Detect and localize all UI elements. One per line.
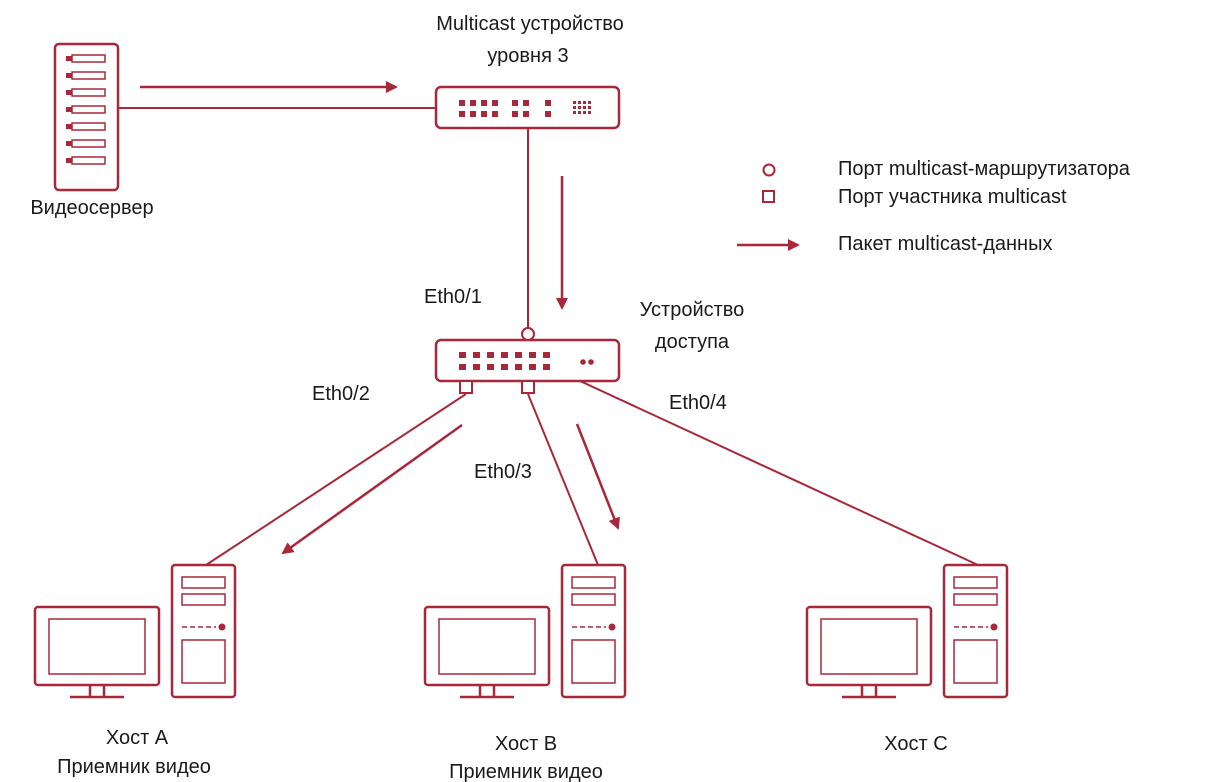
host-a-label-line1: Хост A: [106, 727, 169, 749]
host-b-label-line2: Приемник видео: [449, 761, 603, 782]
link-eth02-host-a: [205, 393, 467, 566]
port-label-eth02: Eth0/2: [312, 383, 370, 405]
link-eth03-host-b: [527, 393, 599, 566]
host-a-label-line2: Приемник видео: [57, 756, 211, 778]
legend-data-packet: Пакет multicast-данных: [838, 233, 1052, 255]
host-c-desktop-computer-icon: [805, 563, 1009, 699]
member-port-eth02: [459, 380, 473, 394]
access-switch-icon: [434, 338, 621, 383]
host-c-label-line1: Хост C: [884, 733, 947, 755]
data-flow-arrows: [140, 81, 620, 555]
port-label-eth04: Eth0/4: [669, 392, 727, 414]
l3-device-label-line2: уровня 3: [487, 45, 568, 67]
member-port-eth03: [521, 380, 535, 394]
square-port-icon: [762, 190, 775, 203]
host-b-power-led: [608, 623, 616, 631]
access-device-label-line1: Устройство: [640, 299, 745, 321]
link-eth04-host-c: [579, 380, 979, 566]
legend: Порт multicast-маршрутизатора Порт участ…: [737, 158, 1131, 255]
access-device-label-line2: доступа: [655, 331, 730, 353]
router-port-eth01: [521, 327, 535, 341]
legend-router-port: Порт multicast-маршрутизатора: [838, 158, 1131, 180]
packet-arrow-to-host-b: [575, 423, 620, 530]
host-c-power-led: [990, 623, 998, 631]
host-b-desktop-computer-icon: [423, 563, 627, 699]
l3-device-label-line1: Multicast устройство: [436, 13, 624, 35]
legend-member-port: Порт участника multicast: [838, 186, 1067, 208]
host-a-power-led: [218, 623, 226, 631]
host-a-desktop-computer-icon: [33, 563, 237, 699]
port-label-eth01: Eth0/1: [424, 286, 482, 308]
server-rack-icon: [53, 42, 120, 192]
l3-switch-icon: [434, 85, 621, 130]
circle-port-icon: [762, 163, 776, 177]
port-label-eth03: Eth0/3: [474, 461, 532, 483]
host-b-label-line1: Хост B: [495, 733, 557, 755]
connections: [118, 107, 979, 566]
video-server-label: Видеосервер: [30, 197, 153, 219]
packet-arrow-to-host-a: [281, 423, 463, 555]
